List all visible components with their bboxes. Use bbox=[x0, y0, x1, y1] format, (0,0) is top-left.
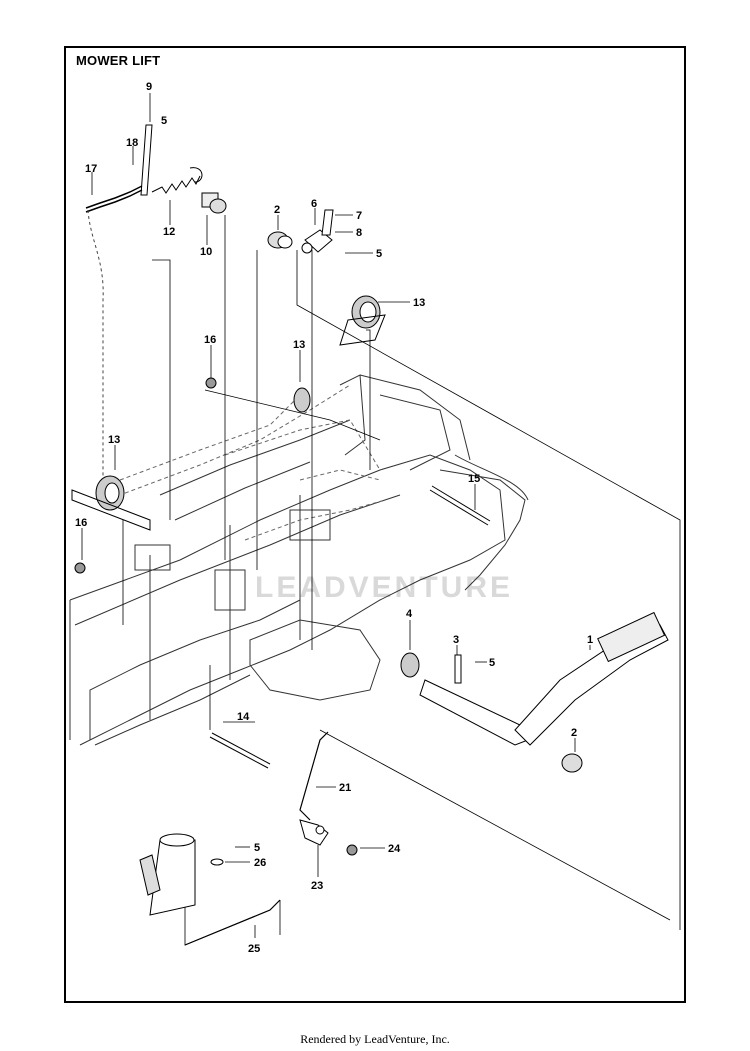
part-rod-14 bbox=[209, 732, 271, 769]
part-nut-24 bbox=[346, 844, 358, 856]
part-rod-25 bbox=[184, 899, 281, 946]
footer-credit: Rendered by LeadVenture, Inc. bbox=[300, 1032, 450, 1046]
callout-9: 9 bbox=[146, 81, 152, 93]
callout-26: 26 bbox=[254, 857, 266, 869]
callout-21: 21 bbox=[339, 782, 351, 794]
callout-16-left: 16 bbox=[75, 517, 87, 529]
part-pin-3 bbox=[454, 654, 462, 684]
callout-12: 12 bbox=[163, 226, 175, 238]
part-nut-16 bbox=[74, 377, 217, 574]
callout-2-bottom: 2 bbox=[571, 727, 577, 739]
part-lever-1 bbox=[419, 611, 669, 746]
callout-5-top: 5 bbox=[161, 115, 167, 127]
callout-13-mid: 13 bbox=[293, 339, 305, 351]
callout-14: 14 bbox=[237, 711, 250, 723]
part-pulley-13-mid bbox=[293, 387, 311, 413]
callout-5-bottom: 5 bbox=[254, 842, 260, 854]
callout-18: 18 bbox=[126, 137, 138, 149]
diagram-frame bbox=[64, 46, 686, 1003]
hidden-lines bbox=[104, 384, 386, 541]
callout-5-mid: 5 bbox=[376, 248, 382, 260]
callout-7: 7 bbox=[356, 210, 362, 222]
part-bushing-2-top bbox=[267, 231, 293, 249]
callout-13-left: 13 bbox=[108, 434, 120, 446]
part-pedal-assembly bbox=[139, 833, 196, 916]
part-chain-17 bbox=[85, 185, 143, 213]
part-pin-9 bbox=[140, 124, 153, 196]
part-washer-26 bbox=[210, 858, 224, 866]
callout-23: 23 bbox=[311, 880, 323, 892]
part-bushing-10 bbox=[201, 192, 227, 214]
callout-17: 17 bbox=[85, 163, 97, 175]
part-pulley-13-left bbox=[71, 475, 151, 531]
mower-frame-drawing bbox=[69, 374, 529, 746]
part-chain-17-dashed bbox=[87, 209, 104, 480]
callout-8: 8 bbox=[356, 227, 362, 239]
callout-16-top: 16 bbox=[204, 334, 216, 346]
callout-3: 3 bbox=[453, 634, 459, 646]
callout-1: 1 bbox=[587, 634, 593, 646]
callout-6: 6 bbox=[311, 198, 317, 210]
part-rod-15 bbox=[429, 485, 491, 526]
callout-10: 10 bbox=[200, 246, 212, 258]
callout-4: 4 bbox=[406, 608, 413, 620]
leader-lines bbox=[81, 93, 681, 946]
callout-24: 24 bbox=[388, 843, 401, 855]
callout-2-top: 2 bbox=[274, 204, 280, 216]
callouts: 9 5 18 17 12 10 2 6 7 8 5 13 16 13 13 15… bbox=[75, 81, 593, 955]
diagram-title: MOWER LIFT bbox=[76, 53, 161, 68]
watermark-text: LEADVENTURE bbox=[255, 571, 513, 604]
part-arm-23 bbox=[299, 819, 329, 846]
part-spring-12 bbox=[151, 167, 203, 194]
part-pulley-13-top bbox=[339, 295, 386, 346]
part-rod-21 bbox=[299, 731, 329, 821]
part-bolt-7 bbox=[321, 209, 334, 236]
callout-13-top: 13 bbox=[413, 297, 425, 309]
callout-25: 25 bbox=[248, 943, 260, 955]
callout-5-right: 5 bbox=[489, 657, 495, 669]
part-bushing-2-bottom bbox=[561, 753, 583, 773]
part-hub-4 bbox=[400, 652, 420, 678]
callout-15: 15 bbox=[468, 473, 480, 485]
